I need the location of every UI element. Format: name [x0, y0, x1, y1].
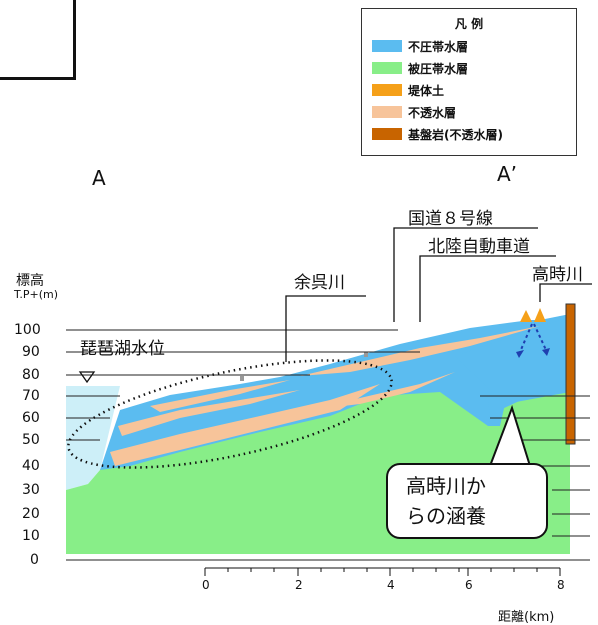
water-level-icon [78, 371, 96, 384]
unconfined-aquifer-east [455, 318, 570, 404]
yogo-river-label: 余呉川 [294, 273, 345, 293]
legend-item-impermeable: 不透水層 [372, 103, 456, 121]
y-axis-title: 標高 [16, 273, 44, 289]
impermeable-layer-3 [150, 380, 290, 412]
embankment-left [520, 310, 532, 322]
legend-title: 凡 例 [454, 17, 484, 31]
recharge-arrow-right [533, 323, 547, 351]
recharge-arrow-left [519, 323, 533, 353]
y-tick-label: 40 [22, 458, 40, 474]
route8-label: 国道８号線 [408, 209, 493, 229]
legend-swatch [372, 106, 402, 118]
recharge-callout-text: 高時川か らの涵養 [406, 474, 486, 528]
y-tick-label: 10 [22, 528, 40, 544]
frame-corner [0, 0, 76, 80]
y-tick-label: 0 [30, 552, 39, 568]
arrowhead [542, 348, 550, 356]
y-tick-label: 100 [14, 322, 41, 338]
lake-water [66, 386, 120, 490]
y-tick-label: 70 [22, 388, 40, 404]
marker [240, 376, 244, 381]
x-tick-label: 2 [295, 578, 303, 592]
section-end-label: A’ [497, 162, 518, 186]
legend-label: 被圧帯水層 [408, 61, 469, 76]
marker [364, 352, 368, 357]
legend-item-confined: 被圧帯水層 [372, 59, 468, 77]
y-tick-label: 90 [22, 344, 40, 360]
legend-swatch [372, 128, 402, 140]
x-tick-label: 6 [465, 578, 473, 592]
legend-label: 不透水層 [408, 105, 457, 120]
embankment-right [534, 308, 546, 322]
arrowhead [516, 350, 524, 358]
section-start-label: A [92, 166, 106, 190]
legend-swatch [372, 84, 402, 96]
legend-label: 堤体土 [408, 83, 445, 98]
recharge-callout: 高時川か らの涵養 [386, 463, 548, 539]
y-tick-label: 60 [22, 410, 40, 426]
leader-lines [285, 227, 592, 362]
y-tick-label: 30 [22, 482, 40, 498]
legend-item-bedrock: 基盤岩(不透水層) [372, 125, 503, 143]
bedrock-wall [565, 303, 576, 445]
y-axis-unit: T.P+(m) [14, 288, 59, 301]
legend-swatch [372, 40, 402, 52]
x-tick-label: 0 [202, 578, 210, 592]
dotted-ellipse [67, 359, 393, 469]
x-tick-label: 8 [557, 578, 565, 592]
legend-label: 不圧帯水層 [408, 39, 469, 54]
elevation-gridlines [66, 329, 590, 561]
legend-item-embankment: 堤体土 [372, 81, 444, 99]
legend: 凡 例 不圧帯水層 被圧帯水層 堤体土 不透水層 基盤岩(不透水層) [361, 8, 577, 156]
impermeable-layer-1 [110, 384, 380, 466]
unconfined-aquifer-pocket [488, 392, 505, 426]
expressway-label: 北陸自動車道 [428, 237, 530, 257]
y-tick-label: 20 [22, 506, 40, 522]
x-tick-label: 4 [387, 578, 395, 592]
x-axis [204, 567, 561, 576]
legend-swatch [372, 62, 402, 74]
legend-item-unconfined: 不圧帯水層 [372, 37, 468, 55]
y-tick-label: 50 [22, 432, 40, 448]
x-axis-title: 距離(km) [498, 610, 555, 625]
impermeable-layer-2 [118, 390, 300, 436]
lake-level-label: 琵琶湖水位 [80, 339, 165, 359]
y-tick-label: 80 [22, 367, 40, 383]
takatoki-river-label: 高時川 [532, 265, 583, 285]
legend-label: 基盤岩(不透水層) [408, 127, 503, 142]
